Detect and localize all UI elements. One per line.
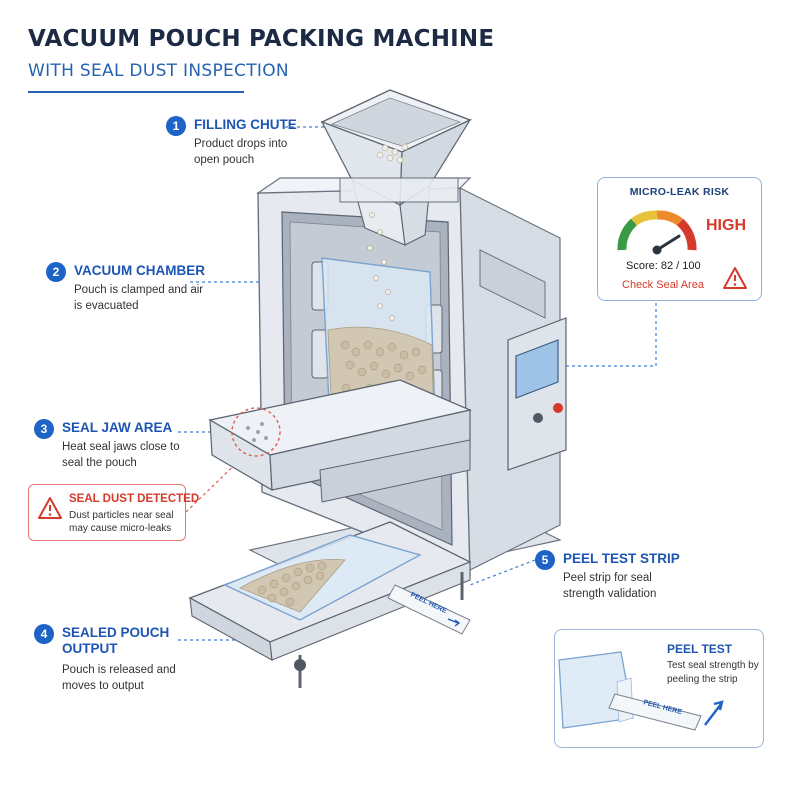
peel-test-title: PEEL TEST <box>667 642 733 656</box>
arrow-icon <box>704 703 722 726</box>
callout-number: 4 <box>34 624 54 644</box>
dust-alert-title: SEAL DUST DETECTED <box>69 493 200 505</box>
callout-number: 1 <box>166 116 186 136</box>
gauge-icon <box>617 210 697 255</box>
warning-icon <box>723 267 747 289</box>
callout-number: 5 <box>535 550 555 570</box>
risk-score: Score: 82 / 100 <box>626 260 701 272</box>
dust-alert-description: Dust particles near seal may cause micro… <box>69 510 174 534</box>
callout-description: Peel strip for seal strength validation <box>563 572 657 600</box>
warning-icon <box>38 497 62 519</box>
callout-title: VACUUM CHAMBER <box>74 263 205 278</box>
callout-title: FILLING CHUTE <box>194 117 297 132</box>
page-title: VACUUM POUCH PACKING MACHINE <box>28 26 495 52</box>
title-underline <box>28 91 244 93</box>
risk-action: Check Seal Area <box>622 279 704 291</box>
callout-title: SEALED POUCH OUTPUT <box>62 625 170 656</box>
callout-title: SEAL JAW AREA <box>62 420 173 435</box>
page-subtitle: WITH SEAL DUST INSPECTION <box>28 61 289 81</box>
micro-leak-risk-panel: MICRO-LEAK RISK HIGH Score: 82 / 100 Che… <box>597 177 762 301</box>
callout-description: Pouch is clamped and air is evacuated <box>74 284 204 312</box>
peel-test-description: Test seal strength by peeling the strip <box>667 660 759 685</box>
peel-test-illustration: PEEL HERE <box>558 651 724 731</box>
peel-test-panel: PEEL HERE PEEL TEST Test seal strength b… <box>554 629 764 748</box>
seal-dust-alert: SEAL DUST DETECTED Dust particles near s… <box>28 484 199 541</box>
callout-number: 2 <box>46 262 66 282</box>
callout-number: 3 <box>34 419 54 439</box>
dust-highlight-circle <box>231 407 281 457</box>
risk-panel-title: MICRO-LEAK RISK <box>629 186 730 198</box>
risk-level: HIGH <box>706 217 746 234</box>
callout-description: Product drops into open pouch <box>194 138 288 166</box>
callout-description: Heat seal jaws close to seal the pouch <box>62 441 180 469</box>
callout-title: PEEL TEST STRIP <box>563 551 680 566</box>
callout-description: Pouch is released and moves to output <box>62 664 176 692</box>
